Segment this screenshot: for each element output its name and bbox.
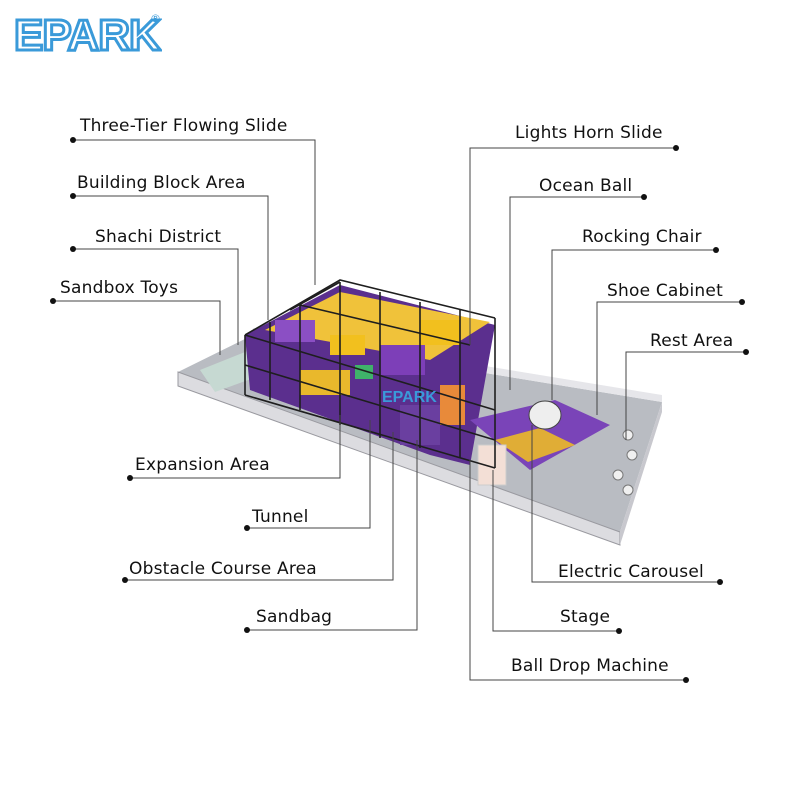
leader-lights-horn [469,147,676,345]
green-panel [355,365,373,379]
label-shoe-cabinet: Shoe Cabinet [607,281,723,301]
orange-slide [440,385,465,425]
sandbox-toys-area [200,350,262,392]
label-ball-drop-machine: Ball Drop Machine [511,656,669,676]
label-sandbox-toys: Sandbox Toys [60,278,179,298]
leader-tunnel [247,420,371,529]
label-expansion-area: Expansion Area [135,455,270,475]
label-sandbag: Sandbag [256,607,333,627]
rest-area-stools [612,429,638,496]
leader-three-tier [73,139,316,285]
leader-shachi [73,248,239,345]
leader-dots [50,137,749,683]
label-building-block-area: Building Block Area [77,173,246,193]
yellow-panel-3 [300,370,350,395]
leader-ocean-ball [509,196,644,390]
leader-rocking-chair [551,249,716,400]
leader-lines [53,139,746,681]
label-lights-horn-slide: Lights Horn Slide [515,123,663,143]
label-ocean-ball: Ocean Ball [539,176,633,196]
stage-checker [495,428,575,462]
label-stage: Stage [560,607,611,627]
purple-panel-2 [380,345,425,375]
label-tunnel: Tunnel [252,507,309,527]
carousel [528,400,562,430]
leader-carousel [531,425,720,583]
leader-ball-drop [469,460,686,681]
label-obstacle-course-area: Obstacle Course Area [129,559,317,579]
leader-sandbox [53,300,221,355]
leader-expansion [130,415,341,479]
logo-registered-mark: ® [150,12,161,25]
label-electric-carousel: Electric Carousel [558,562,704,582]
label-shachi-district: Shachi District [95,227,222,247]
leader-shoe-cabinet [596,301,742,415]
label-rest-area: Rest Area [650,331,734,351]
label-three-tier-flowing-slide: Three-Tier Flowing Slide [80,116,288,136]
yellow-panel-1 [330,335,365,355]
purple-panel-1 [275,320,315,342]
steel-frame [244,279,496,469]
right-wall [620,402,662,545]
leader-obstacle [125,432,394,581]
label-rocking-chair: Rocking Chair [582,227,702,247]
leader-sandbag [247,440,418,631]
logo-text: EPARK [14,11,161,58]
leader-stage [492,470,619,632]
epark-logo: EPARK ® [13,10,163,59]
leader-building-block [73,195,269,320]
leader-rest-area [625,351,746,440]
structure-logo: EPARK [382,389,437,406]
